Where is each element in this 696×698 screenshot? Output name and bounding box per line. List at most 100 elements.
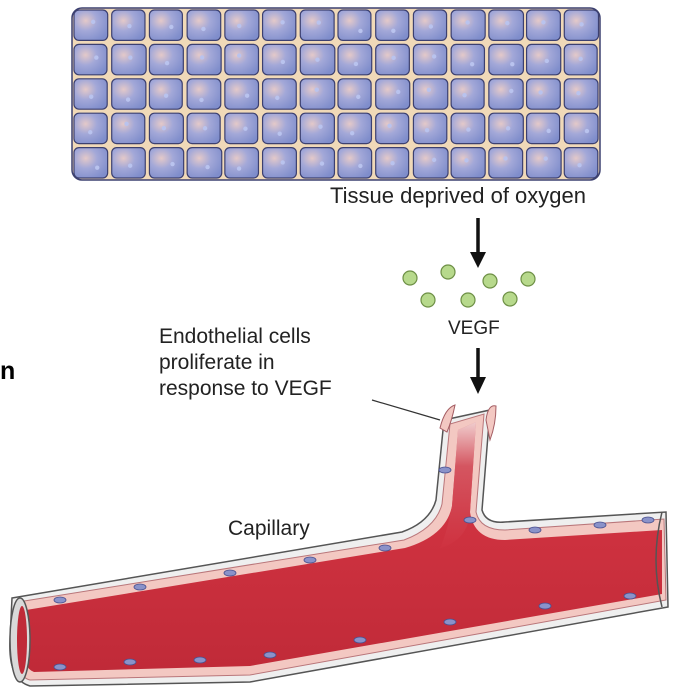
endothelial-label-line-1: Endothelial cells: [159, 325, 311, 348]
cell-nucleus: [390, 161, 395, 166]
cell-nucleus: [163, 93, 169, 98]
cell-nucleus: [90, 19, 96, 25]
capillary-vessel: [9, 404, 669, 687]
vegf-molecule: [482, 273, 498, 289]
tissue-cell: [412, 43, 448, 76]
endothelial-nucleus: [193, 656, 207, 664]
cell-nucleus: [95, 165, 100, 170]
cell-nucleus: [576, 91, 581, 96]
cell-nucleus: [170, 161, 175, 167]
tissue-cell: [186, 78, 222, 110]
leader-line: [371, 399, 441, 421]
cell-nucleus: [510, 61, 515, 67]
cell-nucleus: [353, 61, 359, 67]
tissue-cell: [488, 147, 524, 179]
tissue-cell: [261, 147, 297, 179]
cell-nucleus: [426, 87, 432, 93]
tissue-cell: [148, 112, 184, 145]
tissue-cell: [450, 147, 486, 179]
cell-nucleus: [579, 22, 584, 27]
endothelial-label: Endothelial cells proliferate in respons…: [159, 324, 332, 402]
tissue-cell: [563, 112, 599, 145]
vegf-molecules: [402, 264, 536, 308]
cell-nucleus: [577, 163, 582, 168]
cell-nucleus: [462, 92, 467, 98]
cell-nucleus: [466, 127, 471, 132]
tissue-cell: [73, 43, 108, 76]
cell-nucleus: [314, 87, 319, 92]
cell-nucleus: [280, 20, 285, 25]
cell-nucleus: [201, 26, 206, 32]
cell-nucleus: [358, 28, 363, 34]
tissue-cell: [224, 43, 260, 76]
tissue-cell: [337, 9, 372, 41]
cell-nucleus: [88, 130, 93, 135]
tissue-cell: [563, 147, 599, 179]
down-arrow-icon: [470, 348, 486, 394]
tissue-cell: [261, 112, 298, 145]
tissue-cell: [148, 43, 184, 76]
cell-nucleus: [318, 124, 323, 129]
cell-nucleus: [316, 20, 321, 25]
cell-nucleus: [469, 61, 475, 67]
cell-nucleus: [356, 94, 361, 100]
cell-nucleus: [391, 55, 396, 61]
tissue-label: Tissue deprived of oxygen: [330, 183, 586, 208]
cell-nucleus: [275, 95, 280, 101]
tissue-cell: [375, 78, 411, 110]
endothelial-nucleus: [641, 516, 655, 524]
cell-nucleus: [244, 93, 250, 98]
cell-nucleus: [280, 160, 285, 165]
endothelial-nucleus: [528, 526, 542, 534]
tissue-cell: [73, 9, 109, 41]
cell-nucleus: [503, 156, 508, 161]
tissue-cell: [525, 78, 561, 110]
endothelial-label-line-2: proliferate in: [159, 351, 275, 374]
tissue-cell: [148, 147, 185, 179]
tissue-cell: [412, 78, 449, 110]
endothelial-nucleus: [123, 658, 137, 666]
cell-nucleus: [464, 158, 469, 163]
tissue-cell: [224, 112, 259, 145]
cell-nucleus: [164, 60, 170, 66]
tissue-cell: [450, 78, 485, 110]
endothelial-nucleus: [463, 516, 477, 524]
cell-nucleus: [94, 55, 99, 60]
cell-nucleus: [358, 163, 363, 169]
cell-nucleus: [509, 88, 514, 94]
tissue-cell: [337, 112, 373, 145]
cell-nucleus: [280, 59, 286, 65]
tissue-cell: [73, 147, 109, 179]
tissue-cell: [111, 112, 146, 145]
endothelial-nucleus: [53, 663, 67, 671]
tissue-cell: [73, 112, 108, 145]
cell-nucleus: [127, 163, 133, 168]
cell-nucleus: [349, 131, 355, 136]
cell-nucleus: [202, 126, 208, 131]
endothelial-nucleus: [53, 596, 67, 604]
cell-nucleus: [236, 166, 242, 171]
cell-nucleus: [315, 57, 320, 62]
endothelial-nucleus: [538, 602, 552, 610]
tissue-cell: [111, 147, 146, 179]
tissue-cell: [261, 9, 297, 41]
capillary-label: Capillary: [228, 517, 310, 540]
tissue-cell: [299, 78, 336, 110]
endothelial-nucleus: [263, 651, 277, 659]
cell-nucleus: [541, 20, 546, 25]
tissue-cell: [337, 78, 372, 110]
vegf-molecule: [520, 271, 536, 287]
cell-nucleus: [578, 56, 583, 62]
cell-nucleus: [395, 89, 401, 95]
tissue-cell: [261, 43, 297, 76]
tissue-cell: [563, 78, 599, 110]
tissue-cell: [525, 9, 561, 41]
endothelial-nucleus: [223, 569, 237, 577]
cell-nucleus: [169, 24, 174, 30]
endothelial-nucleus: [303, 556, 317, 564]
endothelial-nucleus: [378, 544, 392, 552]
vegf-label: VEGF: [448, 318, 500, 339]
cell-nucleus: [277, 131, 282, 136]
down-arrow-icon: [470, 218, 486, 268]
tissue-cell: [337, 43, 373, 76]
